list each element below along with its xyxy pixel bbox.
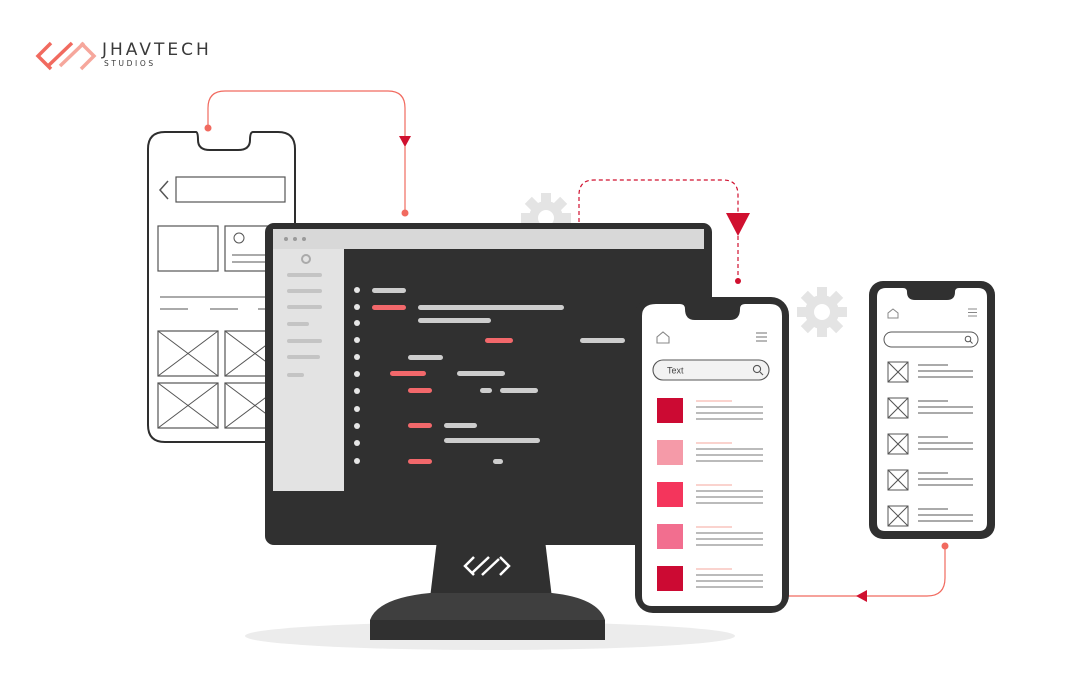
back-arrow-icon [158, 180, 169, 200]
menu-icon [968, 308, 977, 317]
thumbnail [657, 566, 683, 591]
flow-connector-top [204, 90, 411, 217]
list-item [887, 433, 973, 455]
monitor-base [370, 593, 605, 620]
list-item [887, 397, 973, 419]
app-phone: Text [635, 297, 789, 613]
list-item [657, 482, 763, 507]
list-item [657, 398, 763, 423]
list-item [887, 469, 973, 491]
home-icon [887, 308, 899, 319]
search-icon [964, 335, 973, 344]
thumbnail [657, 398, 683, 423]
brand-logo: JHAVTECH STUDIOS [34, 38, 234, 72]
home-icon [656, 331, 670, 344]
list-item [887, 505, 973, 527]
search-input [652, 359, 770, 381]
list-item [657, 566, 763, 591]
search-input [883, 331, 979, 348]
list-item [657, 440, 763, 465]
settings-icon [301, 254, 311, 264]
editor-sidebar [273, 249, 344, 491]
thumbnail [657, 440, 683, 465]
image-placeholder-icon [887, 397, 909, 419]
jhavtech-logo-icon [35, 41, 97, 71]
flow-connector-bottom [788, 542, 949, 602]
monitor [265, 223, 712, 640]
image-placeholder-icon [887, 361, 909, 383]
monitor-logo-icon [463, 556, 511, 576]
menu-icon [756, 332, 767, 342]
gear-icon [797, 287, 847, 337]
image-placeholder-icon [887, 469, 909, 491]
brand-subtitle: STUDIOS [104, 59, 156, 68]
list-phone [869, 281, 995, 539]
flow-connector-dashed [578, 179, 750, 284]
thumbnail [657, 482, 683, 507]
code-editor [354, 287, 625, 464]
thumbnail [657, 524, 683, 549]
monitor-neck [430, 540, 552, 598]
search-icon [752, 364, 764, 376]
editor-titlebar [273, 229, 704, 249]
list-item [887, 361, 973, 383]
image-placeholder-icon [887, 433, 909, 455]
brand-name: JHAVTECH [102, 40, 212, 60]
search-input-text: Text [667, 366, 684, 376]
image-placeholder-icon [887, 505, 909, 527]
list-item [657, 524, 763, 549]
